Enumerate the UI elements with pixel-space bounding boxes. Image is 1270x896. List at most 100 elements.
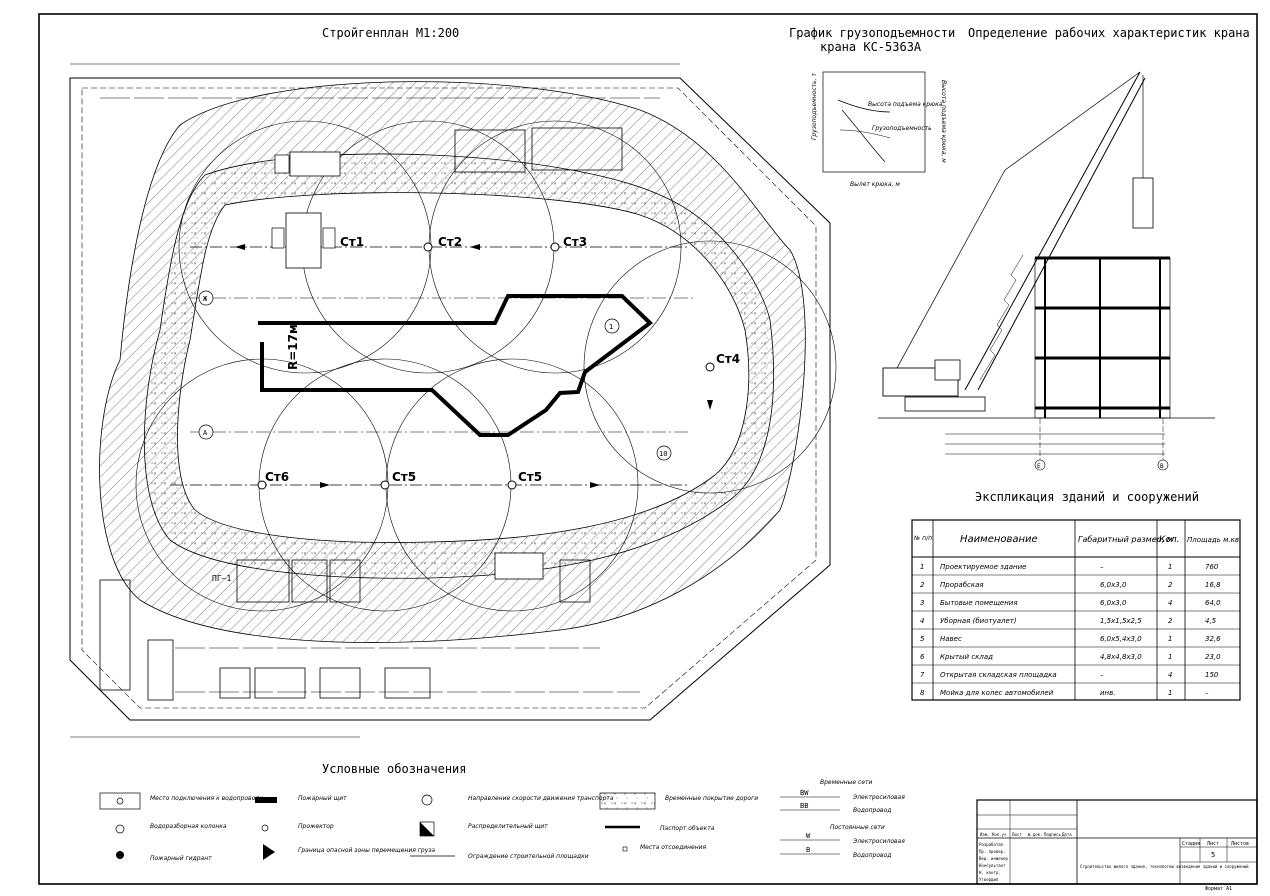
legend-label: Места отсоединения: [640, 844, 707, 851]
stamp-col: Лист: [1012, 832, 1022, 837]
table-cell: 32,6: [1205, 635, 1221, 643]
crane-label-st6: Ст6: [265, 470, 289, 484]
axis-label-zh: Ж: [203, 295, 208, 303]
table-header-num: № п/п: [913, 535, 932, 542]
graph-ylabel-2: Высота подъема крюка, м: [940, 80, 947, 163]
stamp-col: Дата: [1062, 832, 1072, 837]
table-cell: 2: [920, 581, 925, 589]
graph-curve-height: Высота подъема крюка: [868, 101, 943, 108]
legend-label: Водопровод: [853, 852, 891, 859]
legend-label: Электросиловая: [852, 838, 905, 845]
legend-perm-title: Постоянные сети: [830, 824, 885, 831]
table-header-area: Площадь м.кв.: [1187, 536, 1241, 544]
table-cell: Уборная (биотуалет): [940, 617, 1017, 625]
stamp-role: Н. контр.: [979, 870, 1001, 875]
stamp-sheets-label: Листов: [1231, 841, 1249, 847]
stamp-col: Кол.уч: [992, 832, 1007, 837]
table-cell: 4: [1168, 599, 1172, 607]
legend-label: Электросиловая: [852, 794, 905, 801]
table-cell: 5: [920, 635, 925, 643]
table-cell: 6,0х3,0: [1100, 581, 1127, 589]
legend-label: Пожарный щит: [298, 795, 347, 802]
explication-table: [911, 519, 1241, 701]
legend-code: W: [806, 832, 811, 840]
table-cell: 16,8: [1205, 581, 1221, 589]
legend-code: ВВ: [800, 802, 808, 810]
legend-label: Водопровод: [853, 807, 891, 814]
table-cell: 1: [1168, 653, 1172, 661]
stamp-role: Пр. провер.: [979, 849, 1006, 854]
table-cell: Мойка для колес автомобилей: [940, 689, 1054, 697]
fire-hydrant-label: ПГ–1: [212, 574, 231, 583]
graph-title: График грузоподъемности: [789, 26, 955, 40]
axis-label-1: 1: [609, 323, 613, 331]
legend-code: В: [806, 846, 810, 854]
table-cell: 2: [1168, 581, 1173, 589]
table-cell: Прорабская: [940, 581, 984, 589]
table-cell: 2: [1168, 617, 1173, 625]
table-cell: 4,8х4,8х3,0: [1100, 653, 1142, 661]
graph-curve-load: Грузоподъемность: [872, 125, 932, 132]
table-cell: –: [1205, 689, 1209, 697]
table-header-size: Габаритный размер, м: [1078, 535, 1173, 544]
legend-temp-title: Временные сети: [820, 779, 873, 786]
crane-label-st2: Ст2: [438, 235, 462, 249]
graph-title-2: крана КС-5363А: [820, 40, 922, 54]
table-cell: Бытовые помещения: [940, 599, 1018, 607]
graph-ylabel: Грузоподъемность, т: [811, 72, 818, 140]
axis-label-e: Е: [1037, 463, 1041, 470]
axis-label-10: 10: [659, 450, 667, 458]
table-cell: 1: [920, 563, 924, 571]
table-cell: 1: [1168, 689, 1172, 697]
legend-label: Паспорт объекта: [660, 825, 715, 832]
legend-label: Пожарный гидрант: [150, 855, 212, 862]
table-cell: 64,0: [1205, 599, 1221, 607]
stamp-col: № док.: [1028, 832, 1042, 837]
legend-label: Распределительный щит: [468, 823, 548, 830]
legend-title: Условные обозначения: [322, 762, 467, 776]
table-cell: 760: [1205, 563, 1219, 571]
stamp-role: Разработал: [979, 842, 1004, 847]
stamp-stage-label: Стадия: [1182, 841, 1200, 847]
stamp-col: Изм.: [980, 832, 990, 837]
crane-title: Определение рабочих характеристик крана: [968, 26, 1250, 40]
crane-label-st5a: Ст5: [392, 470, 416, 484]
legend-label: Граница опасной зоны перемещения груза: [298, 847, 435, 854]
crane-label-st5b: Ст5: [518, 470, 542, 484]
crane-scheme: [878, 71, 1215, 471]
table-cell: 23,0: [1205, 653, 1221, 661]
legend-label: Водоразборная колонка: [150, 823, 227, 830]
table-cell: –: [1100, 563, 1104, 571]
table-cell: Навес: [940, 635, 962, 643]
sheet-border: [38, 13, 1258, 885]
title-block: [976, 799, 1258, 885]
axis-label-v: В: [1160, 463, 1164, 470]
radius-label: R=17м: [286, 324, 300, 370]
table-cell: 6,0х5,4х3,0: [1100, 635, 1142, 643]
load-capacity-graph: [822, 71, 926, 173]
stamp-sheet-label: Лист: [1207, 841, 1219, 847]
stamp-role: Консультант: [979, 863, 1006, 868]
explication-title: Экспликация зданий и сооружений: [975, 490, 1199, 504]
table-cell: 7: [920, 671, 925, 679]
table-cell: –: [1100, 671, 1104, 679]
table-cell: 6: [920, 653, 925, 661]
legend-code: ВW: [800, 789, 809, 797]
table-cell: 6,0х3,0: [1100, 599, 1127, 607]
table-cell: 4: [1168, 671, 1172, 679]
crane-label-st1: Ст1: [340, 235, 364, 249]
legend-label: Ограждение строительной площадки: [468, 853, 589, 860]
crane-label-st3: Ст3: [563, 235, 587, 249]
legend-label: Прожектор: [298, 823, 334, 830]
stamp-sheet-number: 5: [1211, 851, 1215, 859]
table-cell: Проектируемое здание: [940, 563, 1026, 571]
stamp-role: Вед. инженер: [979, 856, 1008, 861]
stamp-description: Строительство жилого здания, технологии …: [1080, 864, 1249, 869]
table-cell: 3: [920, 599, 924, 607]
crane-label-st4: Ст4: [716, 352, 740, 366]
axis-label-a: А: [203, 429, 208, 437]
stamp-role: Утвердил: [979, 877, 999, 882]
table-cell: 4: [920, 617, 924, 625]
graph-xlabel: Вылет крюка, м: [850, 181, 900, 188]
